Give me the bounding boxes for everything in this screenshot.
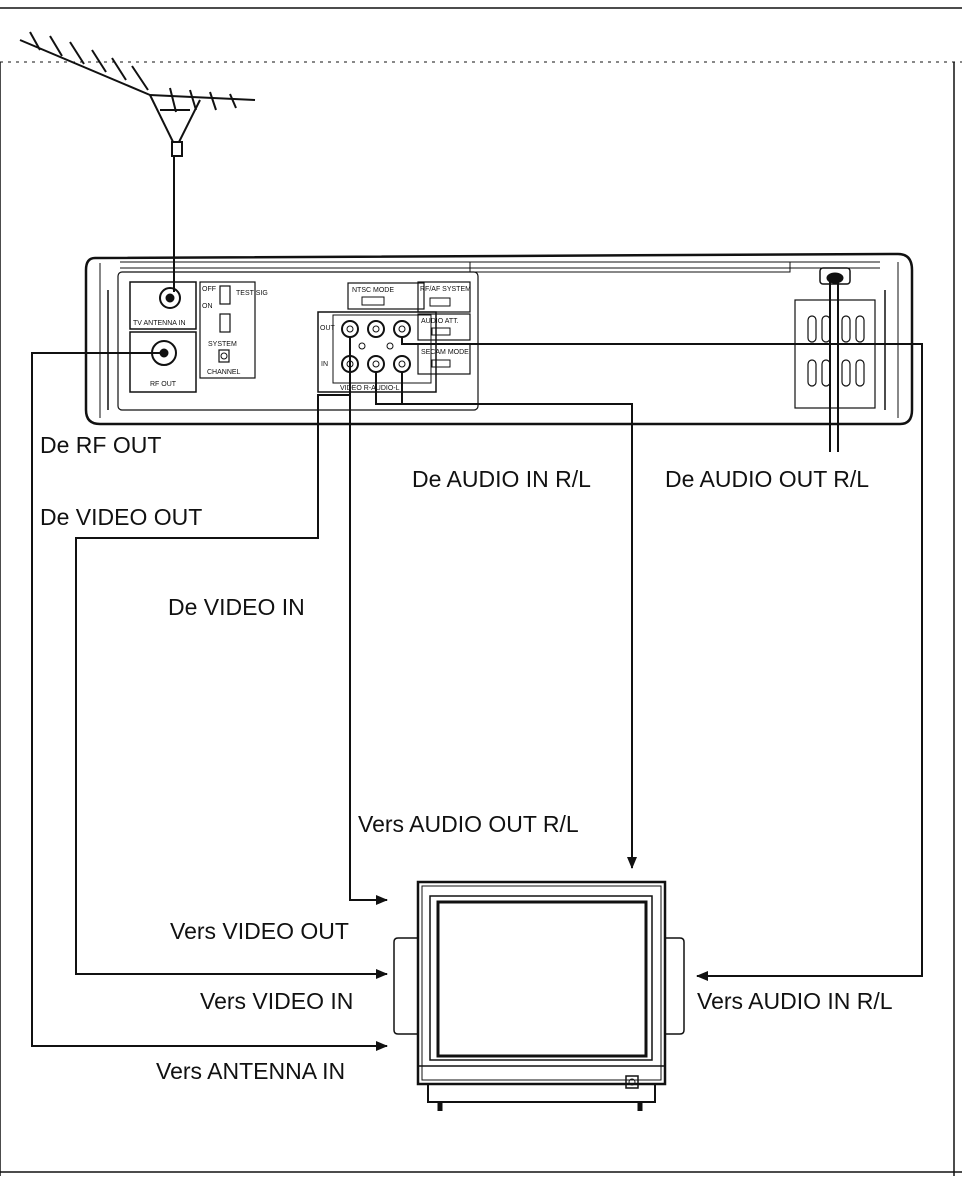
- rf-af-system-label: RF/AF SYSTEM: [420, 286, 471, 293]
- label-vers-audio-in: Vers AUDIO IN R/L: [697, 988, 893, 1014]
- label-de-video-in: De VIDEO IN: [168, 594, 305, 620]
- cables: [31, 337, 923, 1051]
- audio-att-label: AUDIO ATT.: [421, 318, 459, 325]
- rf-out-label: RF OUT: [150, 381, 177, 388]
- label-de-video-out: De VIDEO OUT: [40, 504, 203, 530]
- av-jacks-label: VIDEO R-AUDIO-L: [340, 385, 400, 392]
- page-frame: [0, 7, 962, 1176]
- tv-antenna-in-label: TV ANTENNA IN: [133, 320, 186, 327]
- cable-video-in-from-video-out: [349, 372, 388, 905]
- test-sig-label: TEST SIG: [236, 290, 268, 297]
- cable-audio-out-to-audio-in: [401, 337, 923, 981]
- antenna: [19, 31, 256, 157]
- channel-label: CHANNEL: [207, 369, 241, 376]
- power-cord: [829, 278, 839, 452]
- panel-text: TV ANTENNA IN RF OUT TEST SIG OFF ON SYS…: [133, 286, 471, 392]
- vcr-back-panel: [84, 252, 914, 426]
- label-vers-video-out: Vers VIDEO OUT: [170, 918, 349, 944]
- cable-rf-out-to-antenna-in: [31, 352, 388, 1051]
- label-de-audio-in: De AUDIO IN R/L: [412, 466, 591, 492]
- in-jack-label: IN: [321, 361, 328, 368]
- ntsc-mode-label: NTSC MODE: [352, 287, 394, 294]
- secam-mode-label: SECAM MODE: [421, 349, 469, 356]
- cable-audio-in-from-audio-out: [375, 372, 637, 869]
- on-label: ON: [202, 303, 213, 310]
- label-vers-video-in: Vers VIDEO IN: [200, 988, 354, 1014]
- label-vers-antenna-in: Vers ANTENNA IN: [156, 1058, 346, 1084]
- system-label: SYSTEM: [208, 341, 237, 348]
- label-vers-audio-out: Vers AUDIO OUT R/L: [358, 811, 579, 837]
- label-de-rf-out: De RF OUT: [40, 432, 162, 458]
- tv-set: [393, 880, 685, 1111]
- out-jack-label: OUT: [320, 325, 336, 332]
- label-de-audio-out: De AUDIO OUT R/L: [665, 466, 870, 492]
- off-label: OFF: [202, 286, 216, 293]
